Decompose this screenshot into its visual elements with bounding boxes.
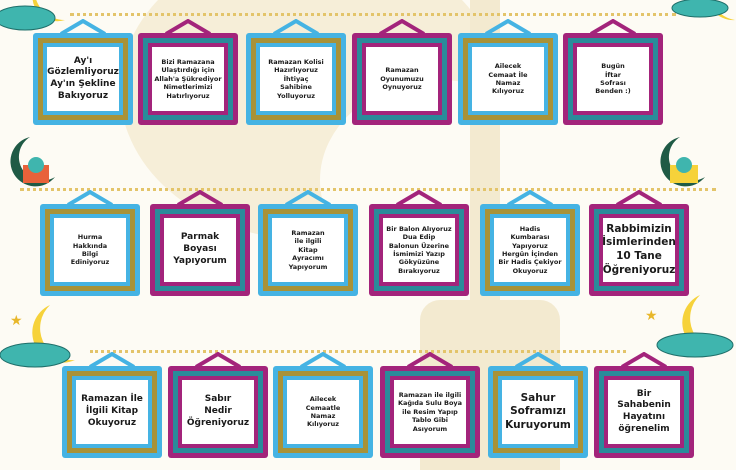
frame-content: Ailecek Cemaat İle Namaz Kılıyoruz xyxy=(472,47,544,111)
activity-text: Ramazan ile ilgili Kağıda Sulu Boya ile … xyxy=(397,390,463,433)
cloud-moon-icon xyxy=(671,0,735,21)
frame-hanger xyxy=(506,190,554,206)
frame-content: Bir Balon Alıyoruz Dua Edip Balonun Üzer… xyxy=(383,218,455,282)
frame-hanger xyxy=(620,352,668,368)
frame-content: Ay'ı Gözlemliyoruz Ay'ın Şekline Bakıyor… xyxy=(47,47,119,111)
frame-content: Ramazan ile ilgili Kağıda Sulu Boya ile … xyxy=(394,380,466,444)
frame-hanger xyxy=(514,352,562,368)
frame-content: Sahur Soframızı Kuruyorum xyxy=(502,380,574,444)
activity-text: Ailecek Cemaat İle Namaz Kılıyoruz xyxy=(488,62,528,96)
frame-content: Ramazan Kolisi Hazırlıyoruz İhtiyaç Sahi… xyxy=(260,47,332,111)
activity-card: Ailecek Cemaatle Namaz Kılıyoruz xyxy=(273,352,373,458)
mosque-moon-icon xyxy=(10,137,55,187)
frame-content: Bizi Ramazana Ulaştırdığı için Allah'a Ş… xyxy=(152,47,224,111)
dotted-line-1 xyxy=(70,13,676,16)
activity-card: Ramazan Oyunumuzu Oynuyoruz xyxy=(352,19,452,125)
frame-content: Rabbimizin İsimlerinden 10 Tane Öğreniyo… xyxy=(602,218,676,282)
activity-card: Ay'ı Gözlemliyoruz Ay'ın Şekline Bakıyor… xyxy=(33,19,133,125)
frame-hanger xyxy=(615,190,663,206)
frame-content: Bugün İftar Sofrası Benden :) xyxy=(577,47,649,111)
activity-text: Ramazan Oyunumuzu Oynuyoruz xyxy=(380,66,424,92)
frame-content: Ailecek Cemaatle Namaz Kılıyoruz xyxy=(287,380,359,444)
frame-hanger xyxy=(484,19,532,35)
frame-content: Bir Sahabenin Hayatını öğrenelim xyxy=(608,380,680,444)
activity-text: Ramazan Kolisi Hazırlıyoruz İhtiyaç Sahi… xyxy=(268,57,324,100)
activity-card: Sabır Nedir Öğreniyoruz xyxy=(168,352,268,458)
activity-text: Parmak Boyası Yapıyorum xyxy=(173,232,227,266)
frame-content: Sabır Nedir Öğreniyoruz xyxy=(182,380,254,444)
activity-text: Ramazan İle İlgili Kitap Okuyoruz xyxy=(81,394,143,428)
cloud-moon-icon: ★ xyxy=(0,305,75,368)
frame-hanger xyxy=(88,352,136,368)
activity-card: Hadis Kumbarası Yapıyoruz Hergün İçinden… xyxy=(480,190,580,296)
activity-text: Sahur Soframızı Kuruyorum xyxy=(505,391,571,431)
cloud-moon-icon: ★ xyxy=(645,295,734,358)
activity-text: Bugün İftar Sofrası Benden :) xyxy=(595,62,631,96)
frame-hanger xyxy=(176,190,224,206)
frame-hanger xyxy=(272,19,320,35)
activity-card: Bir Sahabenin Hayatını öğrenelim xyxy=(594,352,694,458)
frame-hanger xyxy=(406,352,454,368)
activity-card: Hurma Hakkında Bilgi Ediniyoruz xyxy=(40,190,140,296)
activity-text: Bir Balon Alıyoruz Dua Edip Balonun Üzer… xyxy=(386,224,452,275)
activity-card: Ramazan ile ilgili Kağıda Sulu Boya ile … xyxy=(380,352,480,458)
frame-hanger xyxy=(66,190,114,206)
frame-content: Ramazan İle İlgili Kitap Okuyoruz xyxy=(76,380,148,444)
mosque-moon-icon xyxy=(660,137,705,187)
dotted-line-2 xyxy=(20,188,716,191)
activity-text: Sabır Nedir Öğreniyoruz xyxy=(186,394,250,428)
activity-text: Hurma Hakkında Bilgi Ediniyoruz xyxy=(70,233,110,267)
activity-text: Hadis Kumbarası Yapıyoruz Hergün İçinden… xyxy=(498,224,562,275)
frame-hanger xyxy=(194,352,242,368)
activity-card: Parmak Boyası Yapıyorum xyxy=(150,190,250,296)
activity-text: Ailecek Cemaatle Namaz Kılıyoruz xyxy=(305,395,341,429)
activity-card: Ramazan Kolisi Hazırlıyoruz İhtiyaç Sahi… xyxy=(246,19,346,125)
frame-hanger xyxy=(284,190,332,206)
activity-text: Ramazan ile ilgili Kitap Ayracımı Yapıyo… xyxy=(288,228,328,271)
frame-content: Hurma Hakkında Bilgi Ediniyoruz xyxy=(54,218,126,282)
frame-hanger xyxy=(59,19,107,35)
frame-content: Parmak Boyası Yapıyorum xyxy=(164,218,236,282)
svg-text:★: ★ xyxy=(645,308,658,324)
frame-content: Ramazan Oyunumuzu Oynuyoruz xyxy=(366,47,438,111)
frame-hanger xyxy=(164,19,212,35)
activity-card: Ailecek Cemaat İle Namaz Kılıyoruz xyxy=(458,19,558,125)
activity-card: Ramazan İle İlgili Kitap Okuyoruz xyxy=(62,352,162,458)
frame-hanger xyxy=(299,352,347,368)
activity-card: Bir Balon Alıyoruz Dua Edip Balonun Üzer… xyxy=(369,190,469,296)
dotted-line-3 xyxy=(90,350,626,353)
svg-text:★: ★ xyxy=(10,313,23,329)
activity-card: Ramazan ile ilgili Kitap Ayracımı Yapıyo… xyxy=(258,190,358,296)
activity-card: Rabbimizin İsimlerinden 10 Tane Öğreniyo… xyxy=(589,190,689,296)
cloud-moon-icon xyxy=(0,0,65,31)
frame-hanger xyxy=(395,190,443,206)
activity-card: Bugün İftar Sofrası Benden :) xyxy=(563,19,663,125)
frame-hanger xyxy=(589,19,637,35)
activity-text: Rabbimizin İsimlerinden 10 Tane Öğreniyo… xyxy=(602,222,676,276)
frame-content: Hadis Kumbarası Yapıyoruz Hergün İçinden… xyxy=(494,218,566,282)
frame-hanger xyxy=(378,19,426,35)
activity-card: Sahur Soframızı Kuruyorum xyxy=(488,352,588,458)
activity-card: Bizi Ramazana Ulaştırdığı için Allah'a Ş… xyxy=(138,19,238,125)
activity-text: Bizi Ramazana Ulaştırdığı için Allah'a Ş… xyxy=(154,57,222,100)
activity-text: Ay'ı Gözlemliyoruz Ay'ın Şekline Bakıyor… xyxy=(47,55,119,101)
frame-content: Ramazan ile ilgili Kitap Ayracımı Yapıyo… xyxy=(272,218,344,282)
activity-text: Bir Sahabenin Hayatını öğrenelim xyxy=(617,388,671,434)
